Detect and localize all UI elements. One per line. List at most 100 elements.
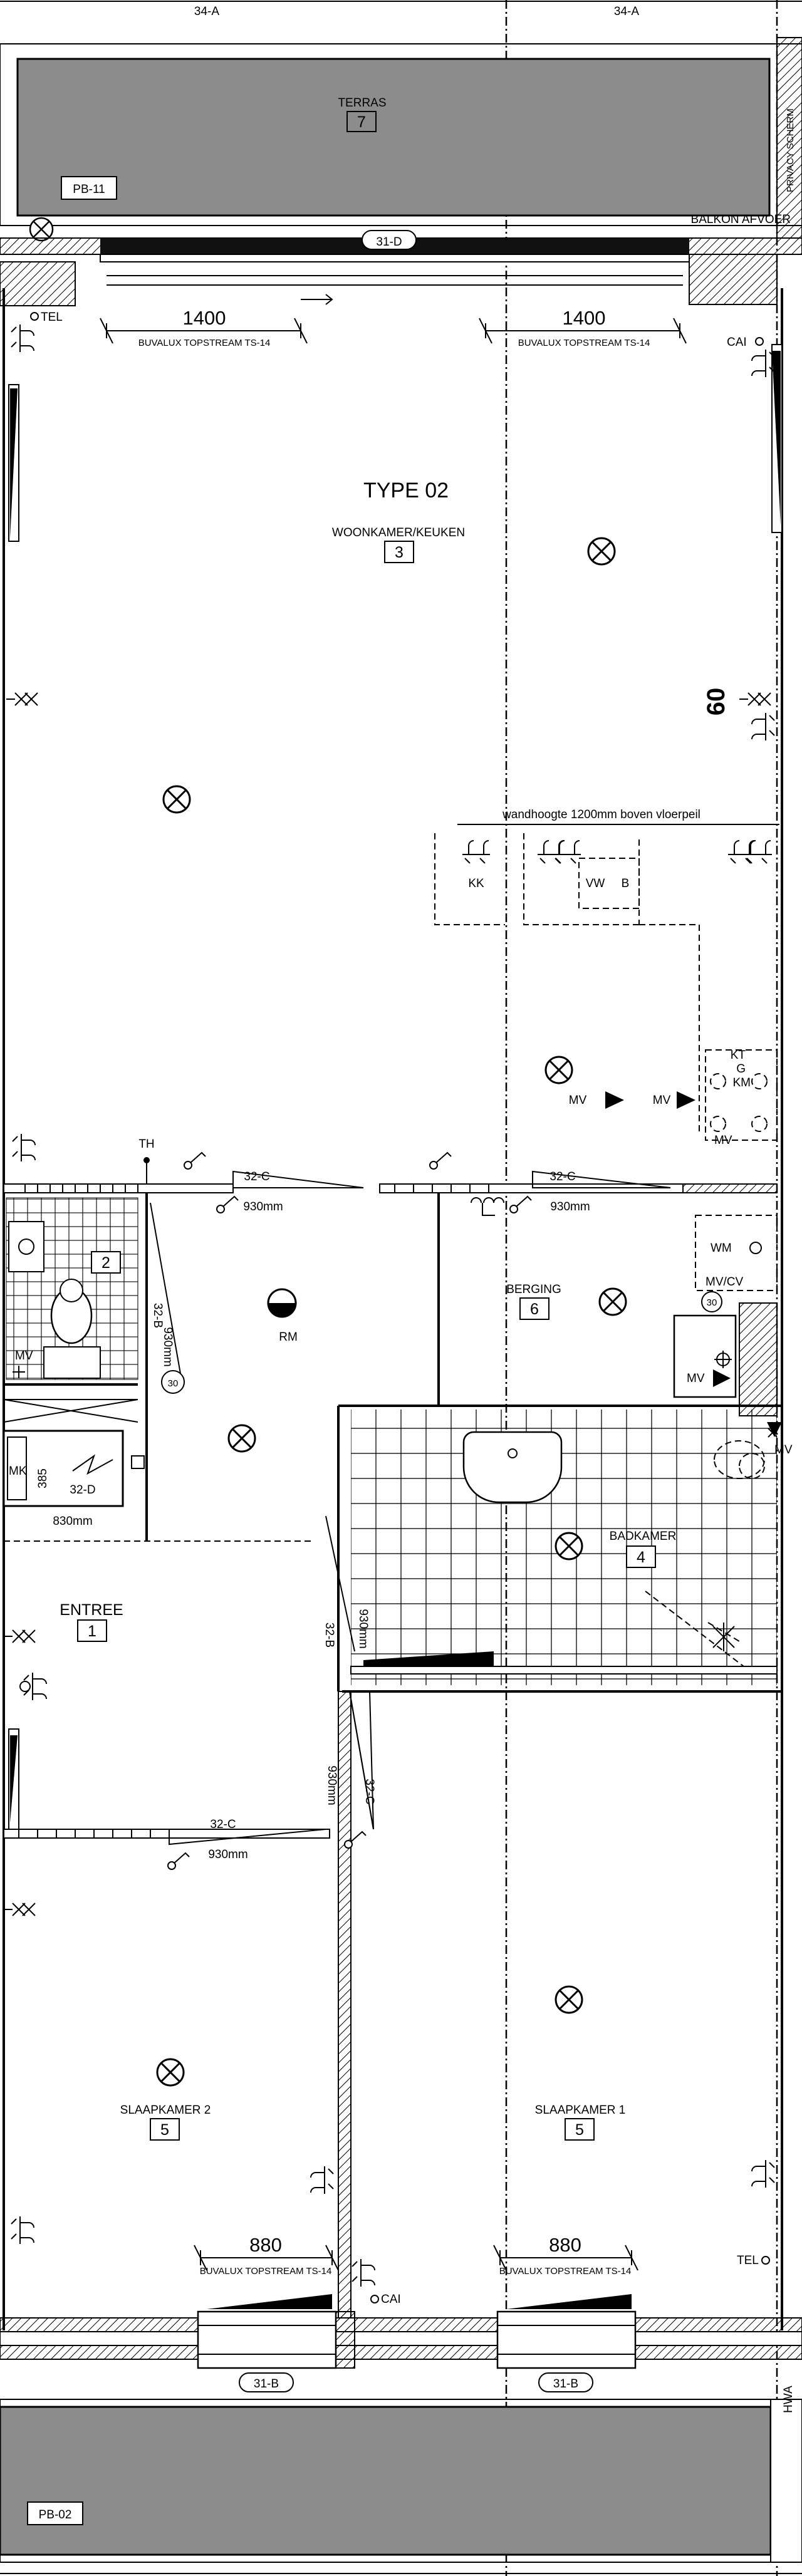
socket-icon xyxy=(352,2258,375,2287)
data-outlet-icon xyxy=(3,1903,36,1916)
mv-label-1: MV xyxy=(569,1094,587,1107)
outer-walls xyxy=(3,288,783,2330)
storage-30-label: 30 xyxy=(707,1297,717,1308)
storage-number: 6 xyxy=(530,1301,539,1318)
data-outlet-icon xyxy=(6,692,38,706)
bathroom-number: 4 xyxy=(637,1549,645,1566)
socket-icon xyxy=(12,1133,36,1162)
socket-icon xyxy=(744,840,773,864)
window-top-right-width: 1400 xyxy=(563,307,606,329)
socket-icon xyxy=(751,2159,775,2188)
kk-label: KK xyxy=(468,877,484,890)
ceiling-light-icon xyxy=(544,1056,573,1084)
switch-icon xyxy=(184,1152,206,1170)
door-bed2-type: 32-C xyxy=(210,1818,236,1831)
door-d1-width: 930mm xyxy=(243,1200,283,1213)
window-top-left-product: BUVALUX TOPSTREAM TS-14 xyxy=(138,338,271,348)
rm-label: RM xyxy=(279,1331,298,1344)
mk-label: MK xyxy=(9,1465,27,1478)
meter-cupboard: MK 385 32-D 830mm xyxy=(3,1399,145,1528)
window-bottom-left-product: BUVALUX TOPSTREAM TS-14 xyxy=(200,2266,332,2277)
toilet-number: 2 xyxy=(102,1254,110,1272)
balcony-drain-label: BALKON AFVOER xyxy=(691,213,791,226)
socket-icon xyxy=(553,840,581,864)
meter-door-width: 830mm xyxy=(53,1515,92,1528)
terrace-top: TERRAS 7 PB-11 PRIVACY SCHERM BALKON AFV… xyxy=(0,37,802,242)
cai-label-bottom: CAI xyxy=(381,2293,401,2306)
grid-label-right: 34-A xyxy=(614,5,639,18)
switch-icon xyxy=(429,1152,452,1170)
window-top-right-product: BUVALUX TOPSTREAM TS-14 xyxy=(518,338,650,348)
switch-icon xyxy=(509,1196,532,1213)
wm-label: WM xyxy=(711,1242,732,1255)
bedroom1-number: 5 xyxy=(575,2121,584,2139)
socket-icon xyxy=(751,349,775,378)
switch-icon xyxy=(216,1196,239,1213)
bottom-tag: PB-02 xyxy=(39,2508,72,2521)
mv-label-2: MV xyxy=(653,1094,671,1107)
bathroom-name: BADKAMER xyxy=(610,1530,677,1543)
terrace-number: 7 xyxy=(357,113,366,131)
terrace-bottom: HWA PB-02 xyxy=(0,2386,802,2574)
door-d2-type: 32-C xyxy=(549,1170,575,1183)
storage-room: BERGING 6 WM MV/CV 30 MV xyxy=(506,1215,778,1398)
facade-bottom: 31-B 31-B xyxy=(0,2294,802,2392)
bedroom2-name: SLAAPKAMER 2 xyxy=(120,2104,211,2117)
privacy-screen-label: PRIVACY SCHERM xyxy=(785,108,796,192)
window-bottom-left-width: 880 xyxy=(249,2234,282,2256)
terrace-name: TERRAS xyxy=(338,96,386,110)
b-label: B xyxy=(622,877,630,890)
door-d2: 32-C 930mm xyxy=(429,1152,671,1216)
door-bed1: 32-C 930mm xyxy=(325,1691,376,1849)
dimension-window-bottom-left: 880 BUVALUX TOPSTREAM TS-14 xyxy=(194,2234,339,2277)
window-top-left-width: 1400 xyxy=(183,307,226,329)
socket-icon xyxy=(11,324,34,353)
ceiling-light-icon xyxy=(156,2058,185,2087)
dimension-window-top-left: 1400 BUVALUX TOPSTREAM TS-14 xyxy=(100,294,333,348)
mv-label-3: MV xyxy=(714,1134,732,1147)
wall-height-note: wandhoogte 1200mm boven vloerpeil xyxy=(502,808,700,821)
meter-depth: 385 xyxy=(36,1468,49,1488)
meter-door-type: 32-D xyxy=(70,1483,95,1497)
tel-label-top: TEL xyxy=(41,311,63,324)
grid-label-left: 34-A xyxy=(194,5,219,18)
mv-label-toilet: MV xyxy=(15,1349,33,1363)
ceiling-light-icon xyxy=(555,1532,583,1561)
cai-label-top: CAI xyxy=(727,336,747,349)
kt-label: KT xyxy=(731,1049,746,1062)
ceiling-light-icon xyxy=(162,785,191,814)
door-bed2: 32-C 930mm xyxy=(167,1818,326,1870)
g-label: G xyxy=(736,1062,746,1076)
terrace-tag: PB-11 xyxy=(73,183,105,196)
tel-label-bottom: TEL xyxy=(737,2254,759,2267)
window-bottom-right-product: BUVALUX TOPSTREAM TS-14 xyxy=(499,2266,632,2277)
bedroom-2: SLAAPKAMER 2 5 CAI xyxy=(11,2058,401,2306)
switch-icon xyxy=(167,1852,190,1870)
vw-label: VW xyxy=(586,877,605,890)
door-bed2-width: 930mm xyxy=(208,1848,247,1861)
living-room-number: 3 xyxy=(395,544,404,561)
frame-tag-bottom-right: 31-B xyxy=(553,2377,578,2391)
data-outlet-icon xyxy=(3,1629,36,1643)
th-label: TH xyxy=(138,1138,154,1151)
type-label: TYPE 02 xyxy=(363,479,449,502)
living-room-name: WOONKAMER/KEUKEN xyxy=(332,526,465,539)
mv-label-bath: MV xyxy=(774,1443,793,1457)
socket-icon xyxy=(310,2166,334,2194)
ceiling-light-icon xyxy=(555,1985,583,2014)
socket-icon xyxy=(751,712,775,741)
window-bottom-right-width: 880 xyxy=(549,2234,581,2256)
dimension-window-top-right: 1400 BUVALUX TOPSTREAM TS-14 xyxy=(479,307,687,348)
data-outlet-icon xyxy=(739,692,771,706)
level-mark: 60 xyxy=(702,688,730,716)
frame-tag-bottom-left: 31-B xyxy=(254,2377,279,2391)
socket-icon xyxy=(537,840,566,864)
meter-30-label: 30 xyxy=(168,1378,179,1389)
bedroom1-name: SLAAPKAMER 1 xyxy=(535,2104,626,2117)
door-toilet-type: 32-B xyxy=(151,1303,164,1328)
bedroom-1: SLAAPKAMER 1 5 TEL xyxy=(535,1985,775,2267)
bedroom2-number: 5 xyxy=(160,2121,169,2139)
door-toilet-width: 930mm xyxy=(161,1327,174,1366)
entrance-name: ENTREE xyxy=(60,1601,123,1619)
